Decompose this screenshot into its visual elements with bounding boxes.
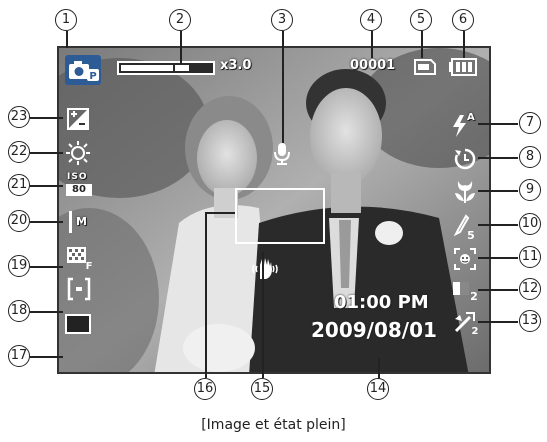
figure-caption: [Image et état plein]: [201, 417, 346, 433]
callout-line-4: [371, 31, 373, 58]
macro-flower-icon: [453, 179, 477, 209]
callout-8: 8: [519, 146, 541, 168]
callout-line-15: [262, 252, 264, 378]
callout-18: 18: [8, 300, 30, 322]
callout-line-8: [478, 157, 518, 159]
svg-text:2: 2: [470, 290, 478, 302]
microphone-icon: [273, 142, 291, 170]
callout-17: 17: [8, 345, 30, 367]
metering-icon: [67, 277, 91, 305]
zoom-ratio: x3.0: [220, 58, 252, 73]
camera-program-mode-icon[interactable]: P: [65, 55, 101, 85]
callout-16: 16: [194, 378, 216, 400]
callout-14: 14: [367, 378, 389, 400]
callout-line-1: [66, 31, 68, 48]
callout-line-2: [180, 31, 182, 64]
callout-4: 4: [360, 9, 382, 31]
shot-count: 00001: [350, 58, 396, 73]
camera-shake-warning-icon: [250, 255, 280, 285]
callout-22: 22: [8, 141, 30, 163]
callout-5: 5: [410, 9, 432, 31]
svg-text:F: F: [86, 261, 93, 270]
callout-line-16: [205, 212, 207, 378]
callout-23: 23: [8, 106, 30, 128]
callout-19: 19: [8, 255, 30, 277]
callout-line-21: [30, 185, 63, 187]
callout-13: 13: [519, 310, 541, 332]
image-stabilization-icon: [65, 314, 91, 334]
callout-line-10: [478, 224, 518, 226]
zoom-bar: [117, 61, 215, 75]
exposure-compensation-icon: [67, 108, 89, 134]
svg-text:5: 5: [467, 229, 475, 240]
callout-11: 11: [519, 246, 541, 268]
callout-1: 1: [55, 9, 77, 31]
callout-line-6: [463, 31, 465, 58]
callout-line-3: [282, 31, 284, 143]
callout-7: 7: [519, 112, 541, 134]
callout-line-20: [30, 221, 63, 223]
callout-3: 3: [271, 9, 293, 31]
face-detection-icon: [453, 247, 477, 275]
callout-line-22: [30, 152, 63, 154]
image-size-icon: M: [69, 211, 89, 237]
zoom-level-fill: [121, 65, 189, 71]
callout-15: 15: [251, 378, 273, 400]
callout-line-7: [478, 123, 518, 125]
autofocus-frame: [235, 188, 325, 244]
callout-6: 6: [452, 9, 474, 31]
camera-lcd-screen: P x3.0 00001: [57, 46, 491, 374]
callout-line-11: [478, 257, 518, 259]
memory-card-icon: [414, 59, 436, 79]
callout-line-19: [30, 266, 63, 268]
callout-2: 2: [169, 9, 191, 31]
callout-9: 9: [519, 179, 541, 201]
callout-line-9: [478, 190, 518, 192]
callout-line-13: [478, 321, 518, 323]
callout-10: 10: [519, 213, 541, 235]
battery-icon: [448, 58, 478, 80]
callout-20: 20: [8, 210, 30, 232]
callout-line-14: [378, 358, 380, 378]
callout-21: 21: [8, 174, 30, 196]
callout-12: 12: [519, 278, 541, 300]
date-display: 2009/08/01: [311, 318, 437, 342]
drive-mode-icon: 2: [451, 278, 479, 306]
flash-auto-icon: A: [451, 112, 481, 142]
callout-line-12: [478, 289, 518, 291]
self-timer-icon: [453, 147, 477, 175]
time-display: 01:00 PM: [334, 292, 429, 313]
svg-text:2: 2: [472, 326, 479, 335]
preview-photo: [59, 48, 489, 372]
callout-line-17: [30, 356, 63, 358]
color-mode-icon: 2: [452, 311, 480, 339]
image-quality-icon: F: [66, 246, 94, 274]
iso-indicator: ISO 80: [66, 172, 92, 196]
callout-line-5: [421, 31, 423, 58]
callout-line-23: [30, 117, 63, 119]
sharpness-icon: 5: [452, 214, 478, 244]
white-balance-daylight-icon: [65, 140, 91, 170]
svg-text:P: P: [89, 71, 96, 82]
callout-line-18: [30, 311, 63, 313]
